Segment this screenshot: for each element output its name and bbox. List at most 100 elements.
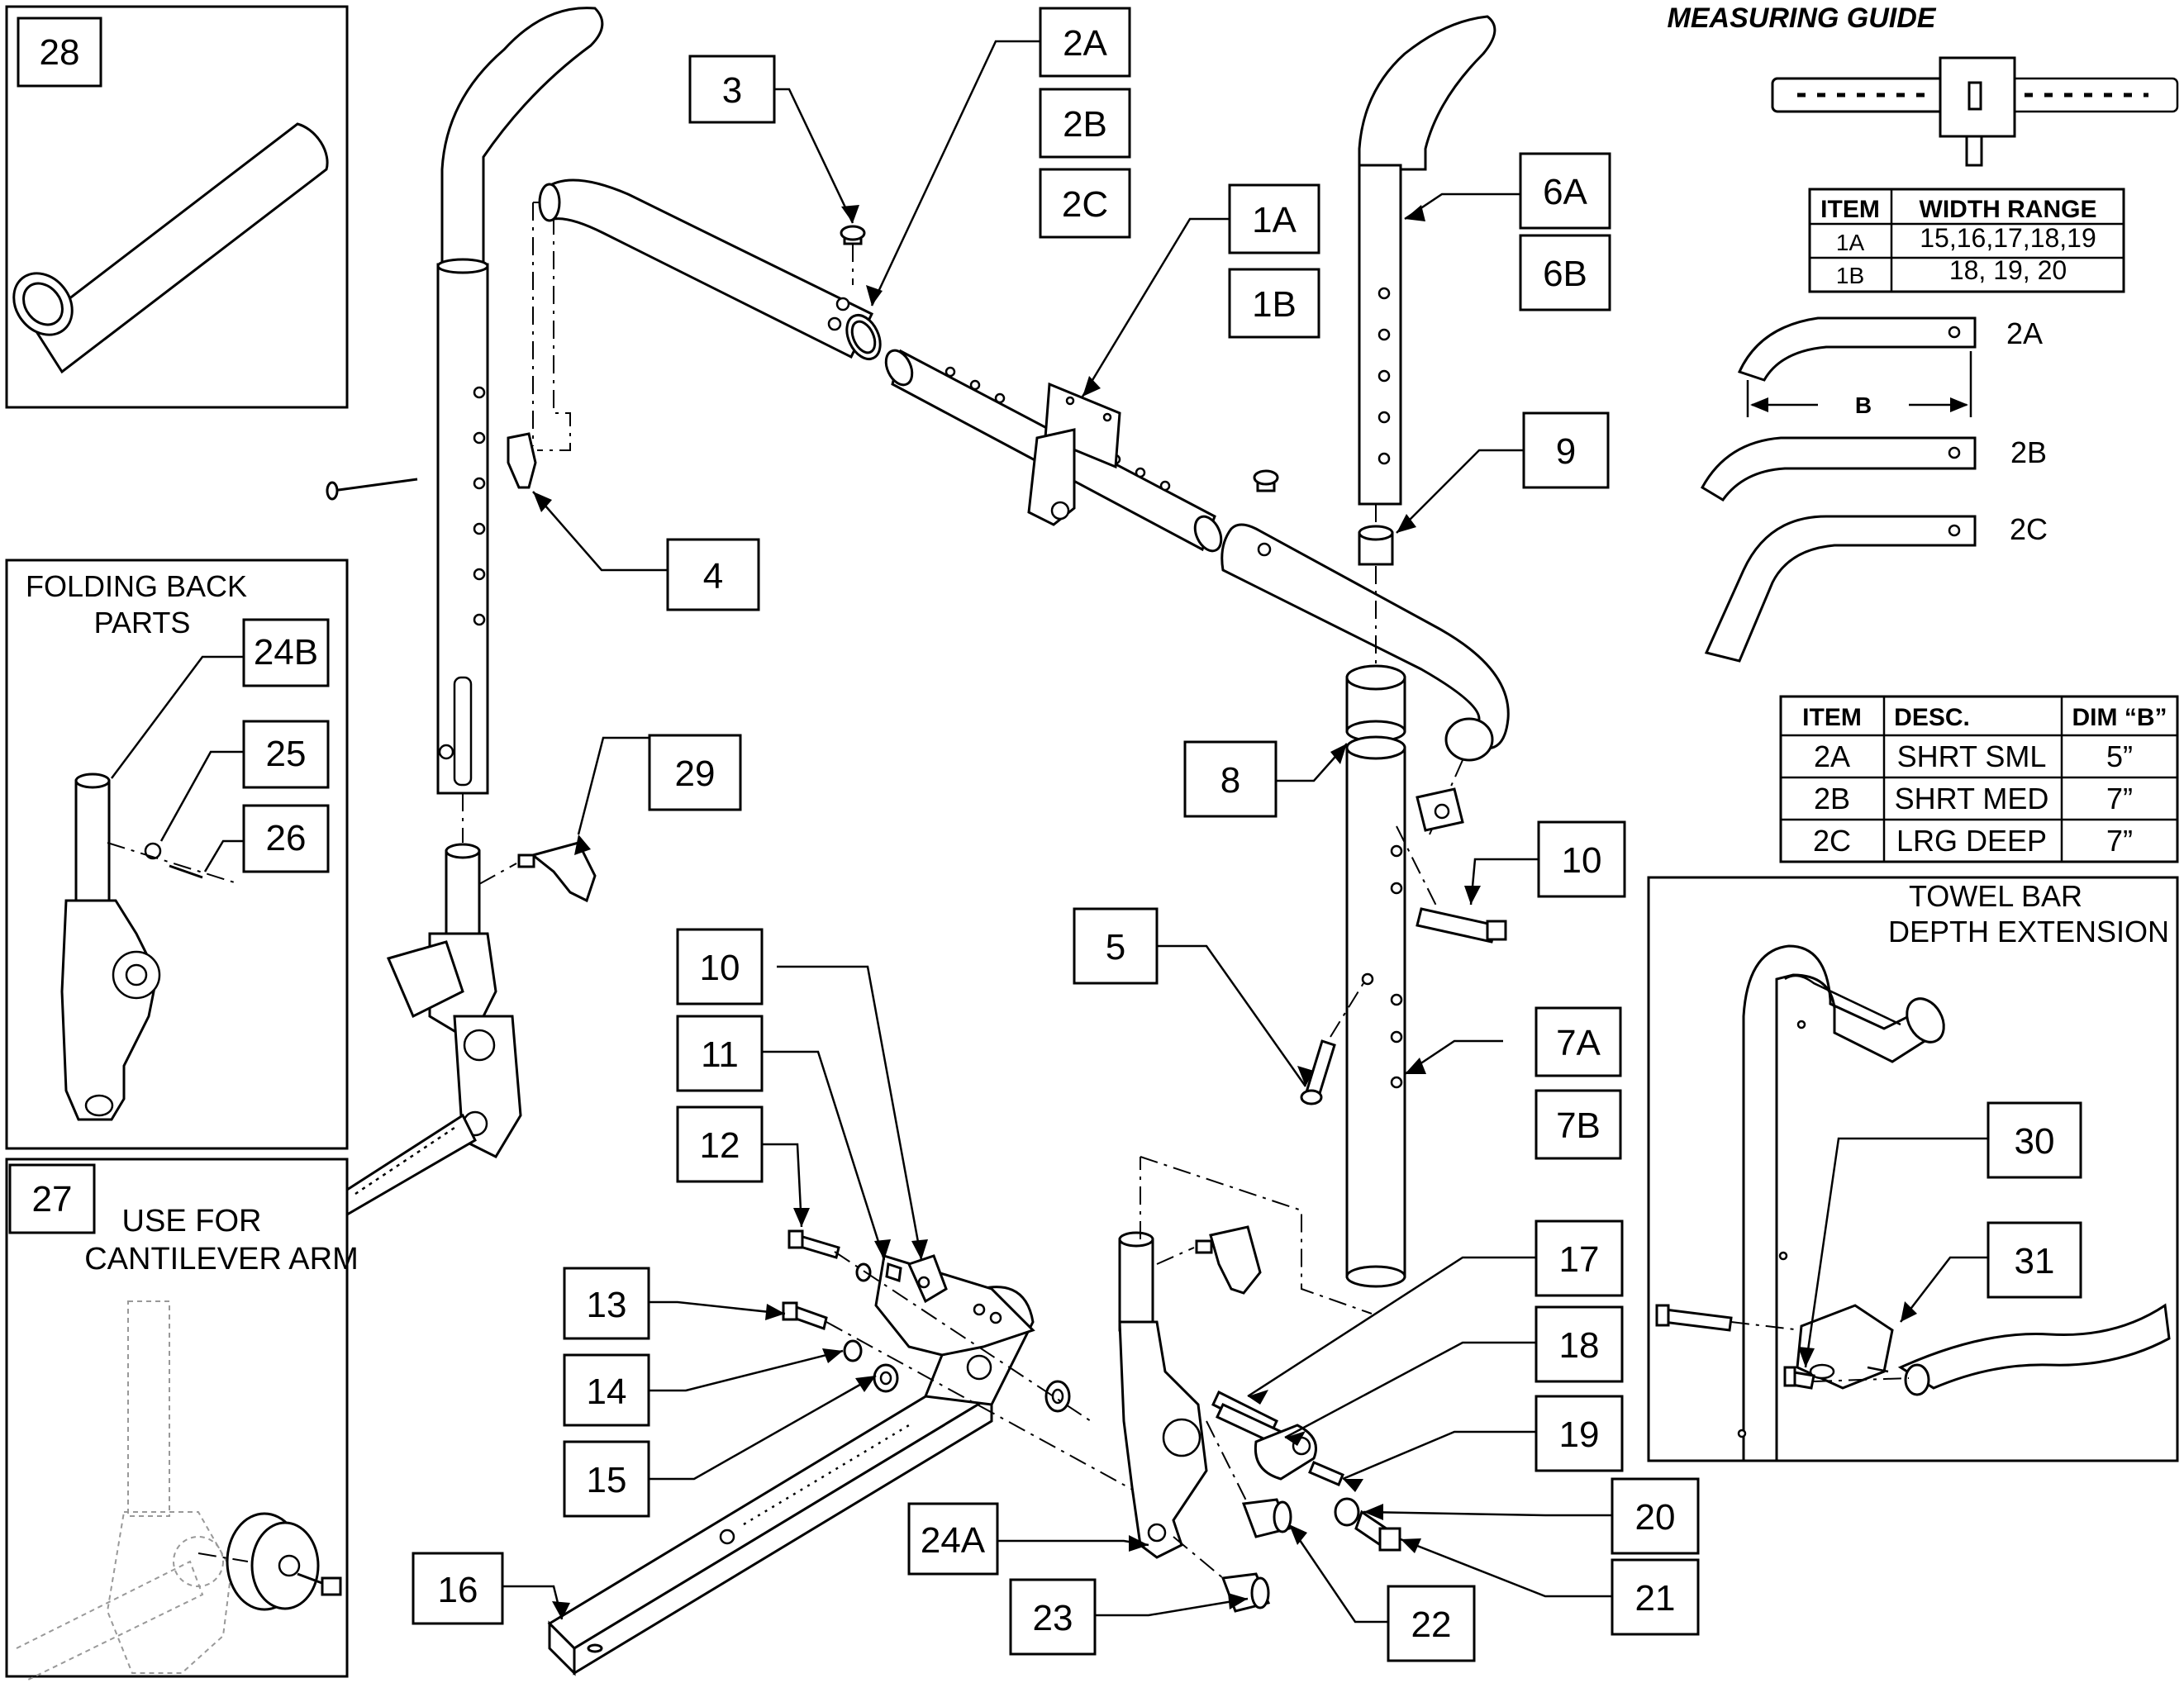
dt-row1-dim: 5”: [2106, 739, 2133, 773]
dt-row1-desc: SHRT SML: [1897, 739, 2047, 773]
callout-1B: 1B: [1228, 268, 1320, 339]
callout-1B-text: 1B: [1252, 284, 1297, 325]
spacer-wheel: [197, 1512, 342, 1611]
callout-6A: 6A: [1519, 152, 1611, 230]
callout-18: 18: [1535, 1305, 1624, 1383]
wt-header-range: WIDTH RANGE: [1920, 196, 2097, 223]
callout-2A: 2A: [1039, 7, 1131, 78]
back-lock-knob-front: [1156, 1225, 1262, 1295]
cantilever-ghost-assembly: [16, 1300, 233, 1682]
measuring-guide-title: MEASURING GUIDE: [1668, 2, 1937, 34]
inset-folding-back: FOLDING BACK PARTS 24B 25 26: [5, 559, 349, 1150]
tube-2C-profile: 2C: [1704, 512, 2048, 663]
callout-3-text: 3: [722, 70, 742, 111]
callout-25: 25: [242, 720, 330, 789]
callout-2B-text: 2B: [1063, 104, 1107, 145]
arrowheads: [533, 205, 1917, 1619]
callout-24B-text: 24B: [254, 632, 318, 673]
callout-24B: 24B: [242, 618, 330, 687]
callout-8-text: 8: [1220, 760, 1240, 801]
callout-5-text: 5: [1106, 927, 1125, 967]
dt-row3-dim: 7”: [2106, 824, 2133, 858]
callout-3: 3: [688, 55, 776, 124]
callout-12: 12: [676, 1105, 764, 1183]
dt-header-item: ITEM: [1802, 704, 1862, 731]
callout-4-text: 4: [703, 556, 723, 597]
dt-row2-dim: 7”: [2106, 782, 2133, 815]
callout-26: 26: [242, 804, 330, 873]
folding-back-title-2: PARTS: [94, 606, 191, 639]
callout-18-text: 18: [1559, 1325, 1600, 1366]
folding-back-assembly: [60, 773, 240, 1121]
callout-31-text: 31: [2015, 1241, 2055, 1281]
callout-16: 16: [412, 1552, 504, 1625]
callout-6B: 6B: [1519, 234, 1611, 311]
callout-7A-text: 7A: [1556, 1023, 1601, 1063]
towel-bar-title-1: TOWEL BAR: [1909, 879, 2082, 913]
callout-27-text: 27: [32, 1179, 73, 1219]
callout-7A: 7A: [1535, 1006, 1622, 1077]
callout-7B-text: 7B: [1556, 1105, 1601, 1146]
profile-2B-label: 2B: [2010, 435, 2047, 469]
profile-2C-label: 2C: [2010, 512, 2048, 546]
callout-22: 22: [1387, 1585, 1476, 1662]
callout-10-right: 10: [1537, 820, 1626, 898]
callout-30-text: 30: [2015, 1121, 2055, 1162]
callout-5: 5: [1073, 907, 1159, 985]
callout-10a-text: 10: [700, 948, 740, 988]
dim-b-label: B: [1855, 392, 1872, 418]
front-upright-24A: [1118, 1156, 1373, 1559]
callout-8: 8: [1183, 740, 1278, 818]
right-back-cane: [1220, 523, 1510, 835]
callout-19: 19: [1535, 1395, 1624, 1472]
back-lock-knob-4: [507, 202, 571, 489]
callout-15: 15: [563, 1440, 650, 1518]
bushing-8: [1345, 664, 1406, 743]
callout-11-text: 11: [701, 1034, 739, 1075]
callout-2A-text: 2A: [1063, 23, 1107, 64]
small-hardware-10-15: [782, 1229, 1174, 1513]
folding-back-title-1: FOLDING BACK: [26, 569, 247, 603]
callout-29-text: 29: [675, 754, 716, 794]
callout-4: 4: [666, 538, 760, 611]
towel-bar-title-2: DEPTH EXTENSION: [1888, 915, 2169, 948]
callout-13-text: 13: [587, 1285, 627, 1325]
callout-20: 20: [1611, 1477, 1700, 1555]
callout-31: 31: [1987, 1221, 2082, 1299]
cantilever-title-1: USE FOR: [122, 1204, 262, 1238]
callout-10b-text: 10: [1562, 840, 1602, 881]
wt-row1-range: 15,16,17,18,19: [1920, 223, 2096, 253]
towel-bar-frame: [1737, 944, 1945, 1462]
callout-14-text: 14: [587, 1372, 627, 1412]
callout-2C: 2C: [1039, 168, 1131, 239]
dt-row1-item: 2A: [1814, 739, 1850, 773]
callout-11: 11: [676, 1015, 764, 1092]
callout-1A: 1A: [1228, 183, 1320, 254]
spacer-tube-drawing: [12, 122, 329, 374]
callout-14: 14: [563, 1353, 650, 1427]
callout-21-text: 21: [1635, 1578, 1676, 1619]
callout-10-left: 10: [676, 928, 764, 1006]
inset-28: 28: [5, 5, 349, 409]
dt-header-dim: DIM “B”: [2072, 704, 2167, 731]
callout-9: 9: [1522, 411, 1610, 489]
callout-24A-text: 24A: [921, 1520, 986, 1561]
callout-2B: 2B: [1039, 88, 1131, 159]
bolt-5: [1300, 982, 1364, 1105]
callout-9-text: 9: [1556, 431, 1576, 472]
callout-24A: 24A: [907, 1502, 999, 1576]
callout-22-text: 22: [1411, 1605, 1452, 1645]
wt-row2-range: 18, 19, 20: [1949, 255, 2067, 285]
callout-6B-text: 6B: [1543, 254, 1587, 294]
callout-1A-text: 1A: [1252, 200, 1297, 240]
desc-table: ITEM DESC. DIM “B” 2A SHRT SML 5” 2B SHR…: [1779, 695, 2179, 863]
left-upright-lower: [345, 843, 522, 1217]
guide-bar-drawing: [1771, 56, 2179, 167]
inset-towel-bar: TOWEL BAR DEPTH EXTENSION: [1647, 876, 2179, 1462]
callout-12-text: 12: [700, 1125, 740, 1166]
callout-26-text: 26: [266, 818, 307, 858]
callout-7B: 7B: [1535, 1089, 1622, 1160]
clamp-hardware-17-21: [1173, 1390, 1401, 1613]
callout-23: 23: [1009, 1578, 1097, 1656]
